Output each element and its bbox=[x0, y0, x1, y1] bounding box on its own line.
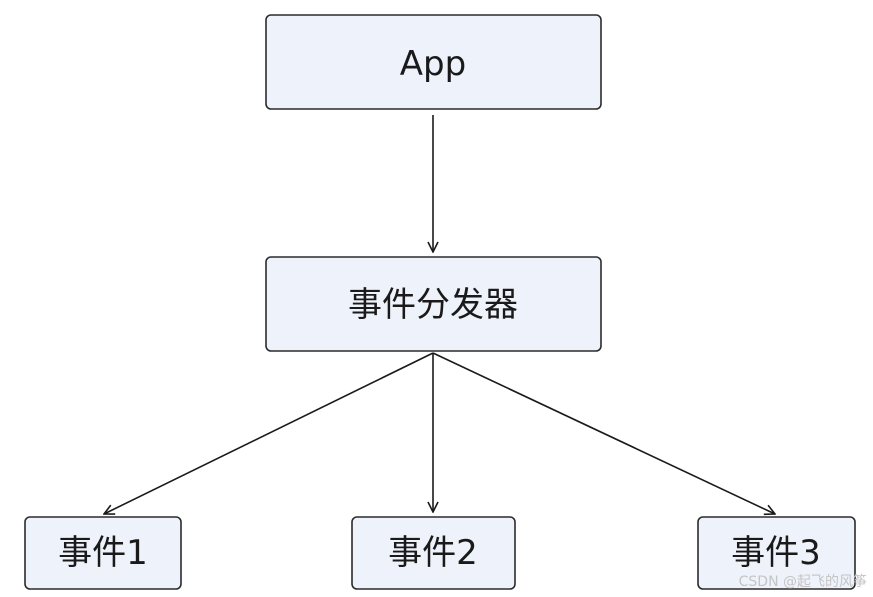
node-event1: 事件1 bbox=[24, 516, 182, 590]
edge-dispatcher-to-event1 bbox=[104, 352, 434, 514]
node-app-label: App bbox=[400, 44, 466, 84]
node-event3: 事件3 bbox=[697, 516, 856, 590]
node-dispatcher-label: 事件分发器 bbox=[348, 285, 518, 325]
edge-dispatcher-to-event3 bbox=[432, 352, 775, 514]
node-event2-label: 事件2 bbox=[388, 533, 478, 573]
watermark: CSDN @起飞的风筝 bbox=[738, 574, 867, 590]
node-event1-label: 事件1 bbox=[58, 533, 148, 573]
node-event2: 事件2 bbox=[351, 516, 516, 590]
node-dispatcher: 事件分发器 bbox=[265, 256, 602, 352]
node-event3-label: 事件3 bbox=[731, 533, 821, 573]
node-app: App bbox=[265, 14, 602, 110]
